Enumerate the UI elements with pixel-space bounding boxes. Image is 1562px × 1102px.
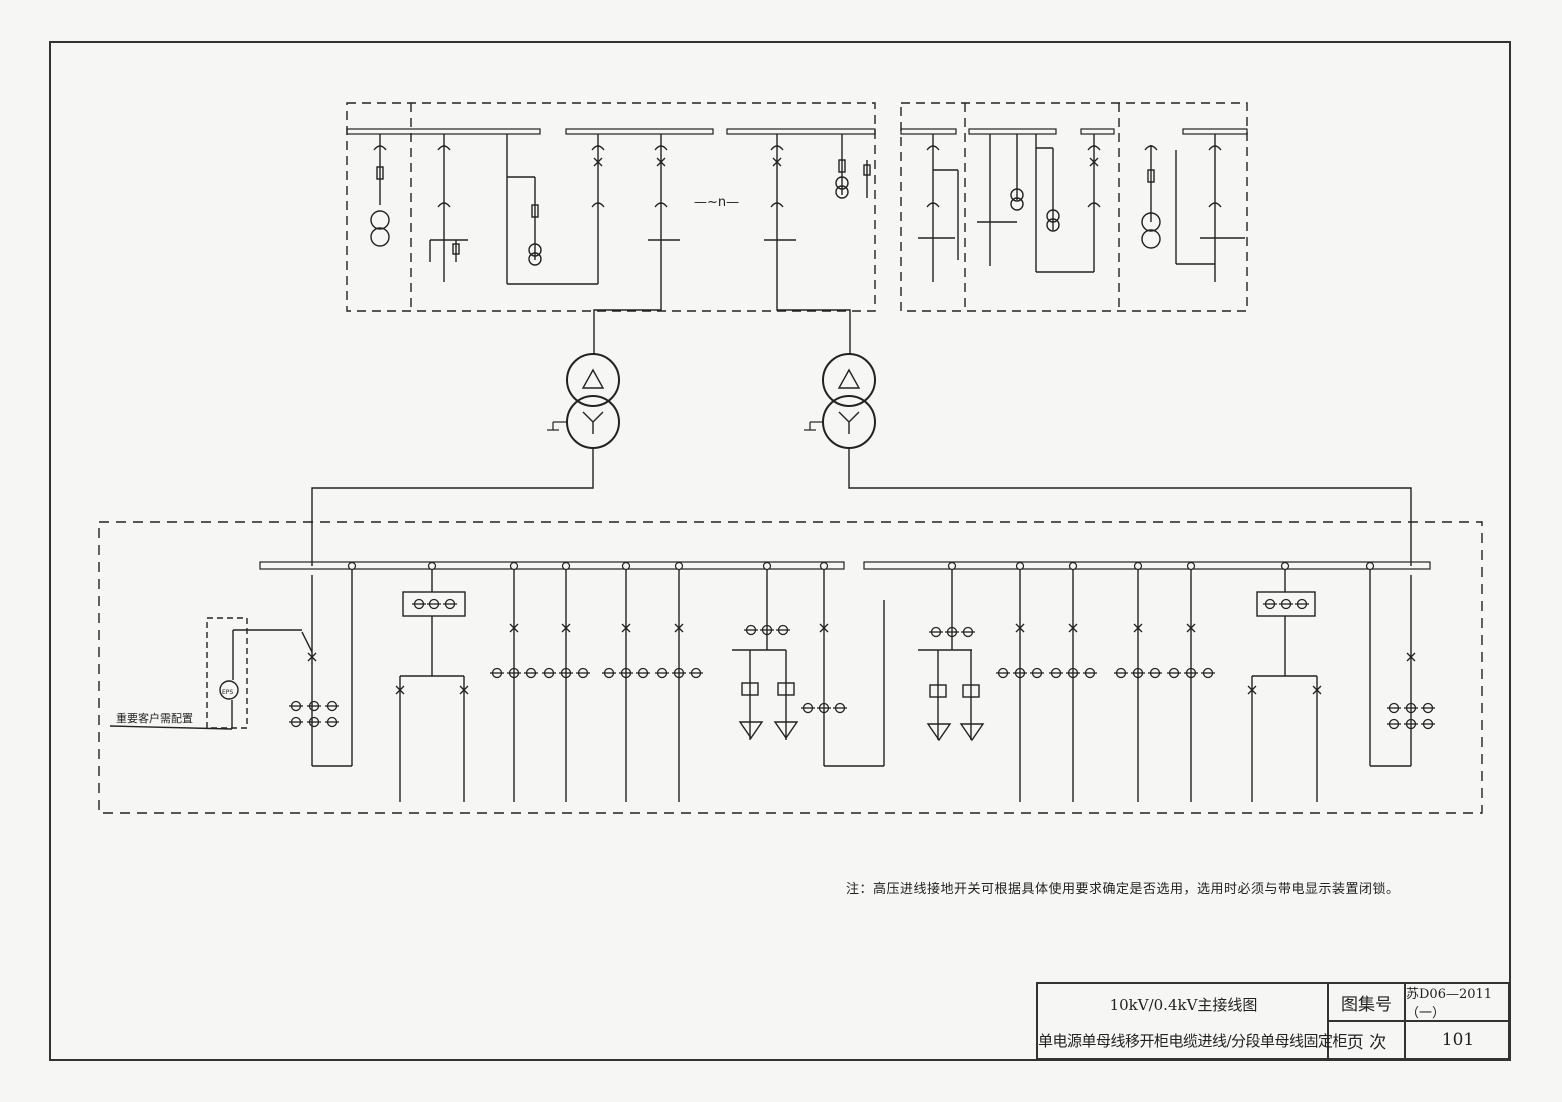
lv-bus-taps: [347, 561, 1375, 571]
ups-label: EPS: [222, 689, 233, 696]
page-label: 页 次: [1346, 1032, 1387, 1053]
vip-customer-note: 重要客户需配置: [116, 711, 193, 725]
title-block-divider-h: [1329, 1020, 1510, 1022]
hv-switchgear-group-1: [346, 102, 876, 312]
lv-breakers: [307, 623, 1416, 695]
title-block-divider-v: [1404, 984, 1406, 1058]
transformer-1: [311, 296, 662, 566]
hv-breakers-1: [593, 157, 782, 167]
page-number: 101: [1441, 1030, 1475, 1050]
lv-switchboard: [98, 521, 1483, 814]
drawing-title-line-2: 单电源单母线移开柜电缆进线/分段单母线固定柜: [1038, 1032, 1348, 1050]
atlas-number-value: 苏D06—2011（一）: [1406, 987, 1493, 1021]
lv-current-transformers: [288, 598, 1436, 730]
panel-repeat-label: —~n—: [694, 195, 739, 210]
drawing-title-line-1: 10kV/0.4kV主接线图: [1109, 996, 1258, 1014]
title-block-title: 10kV/0.4kV主接线图 单电源单母线移开柜电缆进线/分段单母线固定柜: [1038, 984, 1348, 1058]
drawing-note: 注：高压进线接地开关可根据具体使用要求确定是否选用，选用时必须与带电显示装置闭锁…: [846, 882, 1400, 897]
transformer-2: [776, 296, 1412, 566]
title-block: 10kV/0.4kV主接线图 单电源单母线移开柜电缆进线/分段单母线固定柜 图集…: [1036, 982, 1510, 1060]
hv-switchgear-group-2: [900, 102, 1248, 312]
sheet-border: [49, 41, 1511, 1061]
atlas-number-label: 图集号: [1341, 994, 1392, 1015]
